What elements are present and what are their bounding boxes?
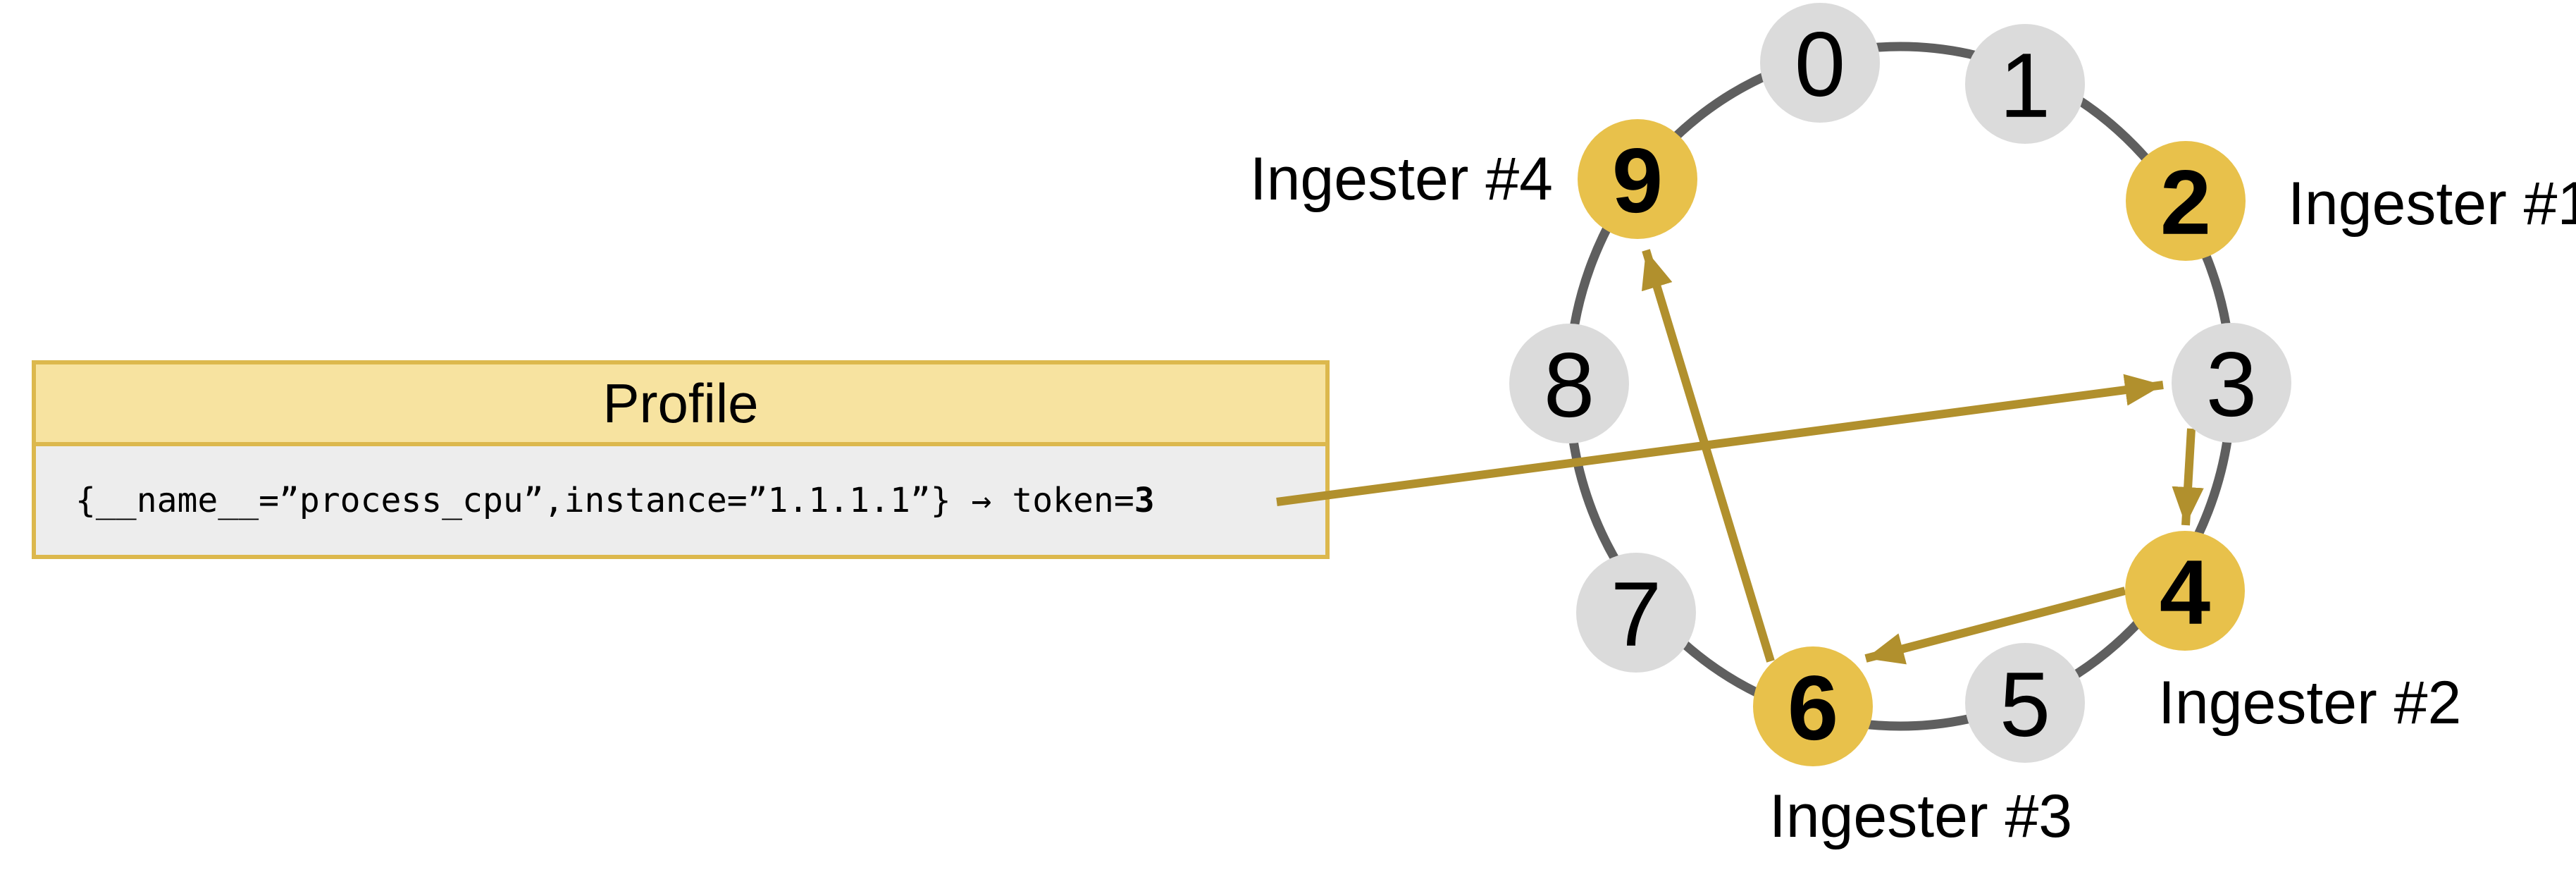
profile-card-title: Profile xyxy=(602,372,759,434)
profile-card-body: {__name__=”process_cpu”,instance=”1.1.1.… xyxy=(36,446,1325,555)
ring-node-token-8: 8 xyxy=(1509,324,1629,443)
ring-node-token-0: 0 xyxy=(1760,3,1880,123)
ring-node-token-7: 7 xyxy=(1576,553,1696,673)
token-0-circle xyxy=(1760,3,1880,123)
ring-node-token-1: 1 xyxy=(1965,24,2085,144)
arrow-token-6-to-token-9 xyxy=(1641,249,1775,663)
arrow-profile-to-token-3 xyxy=(1276,374,2164,506)
token-7-circle xyxy=(1576,553,1696,673)
token-4-circle xyxy=(2125,531,2245,651)
profile-card: Profile {__name__=”process_cpu”,instance… xyxy=(32,360,1330,559)
token-0-label: 0 xyxy=(1795,13,1845,116)
token-1-label: 1 xyxy=(2000,34,2050,137)
token-9-label: 9 xyxy=(1612,129,1663,232)
ingester-1-label: Ingester #1 xyxy=(2288,170,2576,238)
token-7-label: 7 xyxy=(1611,563,1661,666)
token-5-circle xyxy=(1965,643,2085,763)
token-5-label: 5 xyxy=(2000,653,2050,756)
token-value: 3 xyxy=(1134,481,1155,520)
profile-card-header: Profile xyxy=(36,364,1325,446)
token-8-label: 8 xyxy=(1544,333,1594,436)
ring-node-token-5: 5 xyxy=(1965,643,2085,763)
token-3-label: 3 xyxy=(2206,333,2257,436)
arrow-token-4-to-token-6 xyxy=(1864,587,2126,665)
ring-node-token-4: 4 xyxy=(2125,531,2245,651)
ring-node-token-2: 2 xyxy=(2126,141,2246,261)
ring-node-token-9: 9 xyxy=(1578,119,1697,239)
token-6-label: 6 xyxy=(1788,656,1838,759)
ring-node-token-6: 6 xyxy=(1753,646,1873,766)
token-2-circle xyxy=(2126,141,2246,261)
ingester-3-label: Ingester #3 xyxy=(1769,783,2072,850)
ingester-2-label: Ingester #2 xyxy=(2158,669,2461,737)
token-8-circle xyxy=(1509,324,1629,443)
series-expression: {__name__=”process_cpu”,instance=”1.1.1.… xyxy=(75,481,1134,520)
token-4-label: 4 xyxy=(2160,541,2210,644)
ingester-4-label: Ingester #4 xyxy=(1250,145,1553,213)
token-1-circle xyxy=(1965,24,2085,144)
arrow-token-3-to-token-4 xyxy=(2172,428,2204,526)
token-9-circle xyxy=(1578,119,1697,239)
ring-node-token-3: 3 xyxy=(2172,323,2291,443)
token-6-circle xyxy=(1753,646,1873,766)
token-3-circle xyxy=(2172,323,2291,443)
token-2-label: 2 xyxy=(2160,151,2211,254)
